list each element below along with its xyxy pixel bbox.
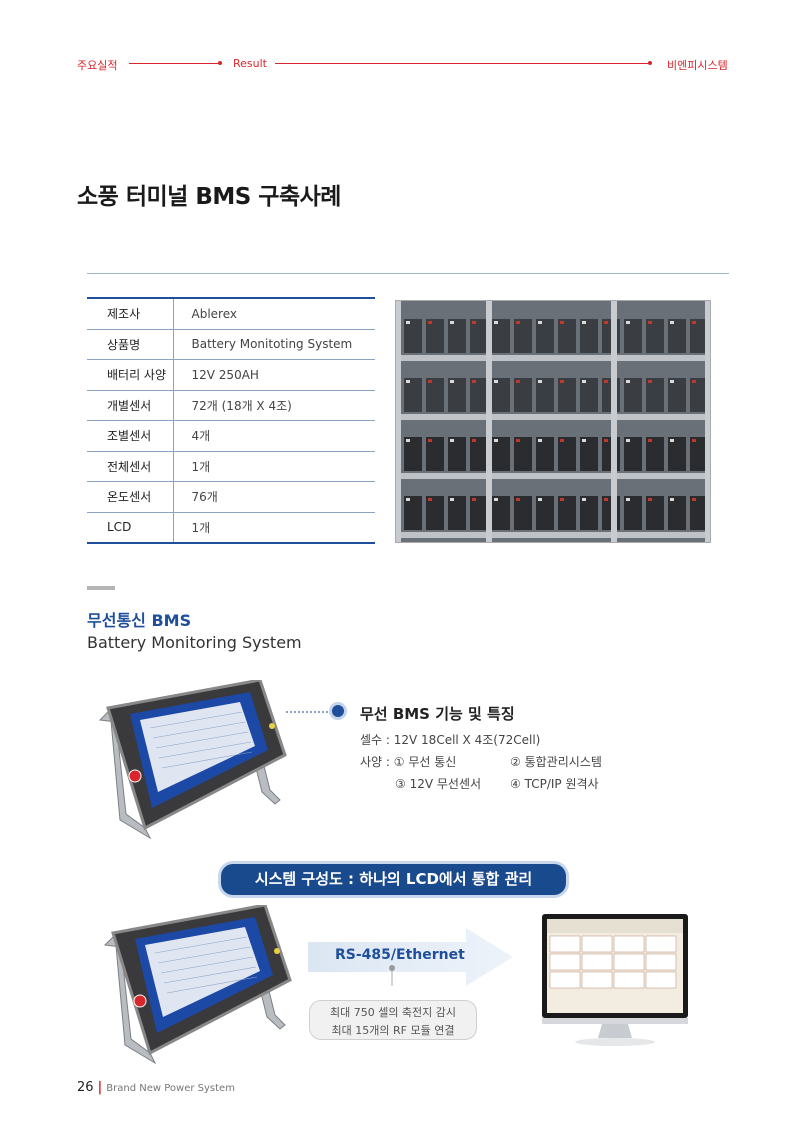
data-flow-arrow [308,928,513,986]
capacity-note-line-2: 최대 15개의 RF 모듈 연결 [331,1024,455,1037]
protocol-label: RS-485/Ethernet [335,947,465,963]
spec-key: 온도센서 [87,481,174,513]
wireless-bms-subtitle: Battery Monitoring System [87,633,302,652]
lcd-device-image [98,680,287,840]
header-rule-left [129,63,220,64]
wireless-bms-title: 무선통신 BMS [87,611,192,630]
spec-key: 제조사 [87,298,174,330]
features-spec-4: ④ TCP/IP 원격사 [510,777,599,791]
features-title: 무선 BMS 기능 및 특징 [360,705,515,723]
spec-row: LCD 1개 [87,512,375,543]
spec-value: Battery Monitoting System [173,329,375,360]
header-dot-left [218,61,222,65]
spec-value: 72개 (18개 X 4조) [173,390,375,421]
spec-value: 1개 [191,520,211,535]
spec-value: 1개 [173,451,375,482]
feature-bullet [332,705,344,717]
spec-key: LCD [87,512,174,543]
header-dot-right [648,61,652,65]
lcd-device-image-2 [103,905,292,1065]
header-rule-right [275,63,650,64]
page-number: 26 [77,1080,94,1095]
spec-value: Ablerex [173,298,375,330]
header-section-label: 주요실적 [77,59,118,72]
spec-key: 조별센서 [87,420,174,452]
capacity-note: 최대 750 셀의 축전지 감시 최대 15개의 RF 모듈 연결 [309,1000,477,1040]
footer-separator: | [97,1080,103,1095]
capacity-note-line-1: 최대 750 셀의 축전지 감시 [329,1006,457,1019]
features-spec-2: ② 통합관리시스템 [510,755,602,769]
spec-value: 12V 250AH [173,359,375,391]
monitor-image [542,914,688,1046]
features-spec-3: ③ 12V 무선센서 [395,777,482,791]
header-company-label: 비엔피시스템 [667,59,728,72]
spec-key: 전체센서 [87,451,174,482]
spec-value: 4개 [173,420,375,452]
spec-key: 배터리 사양 [87,359,174,391]
section-marker [87,586,115,590]
title-divider [87,273,729,274]
spec-key: 개별센서 [87,390,174,421]
page-title: 소풍 터미널 BMS 구축사례 [77,184,341,210]
header-result-label: Result [233,57,267,70]
features-spec-1: 사양 : ① 무선 통신 [360,755,457,769]
footer-brand: Brand New Power System [106,1083,235,1094]
feature-connector-dots [286,711,332,713]
spec-key: 상품명 [87,329,174,360]
spec-value: 76개 [173,481,375,513]
battery-rack-illustration [396,301,710,542]
features-cell-count: 셀수 : 12V 18Cell X 4조(72Cell) [360,733,541,747]
page-footer: 26|Brand New Power System [77,1080,235,1095]
battery-rack-photo [395,300,711,543]
system-diagram-banner: 시스템 구성도 : 하나의 LCD에서 통합 관리 [221,864,566,895]
